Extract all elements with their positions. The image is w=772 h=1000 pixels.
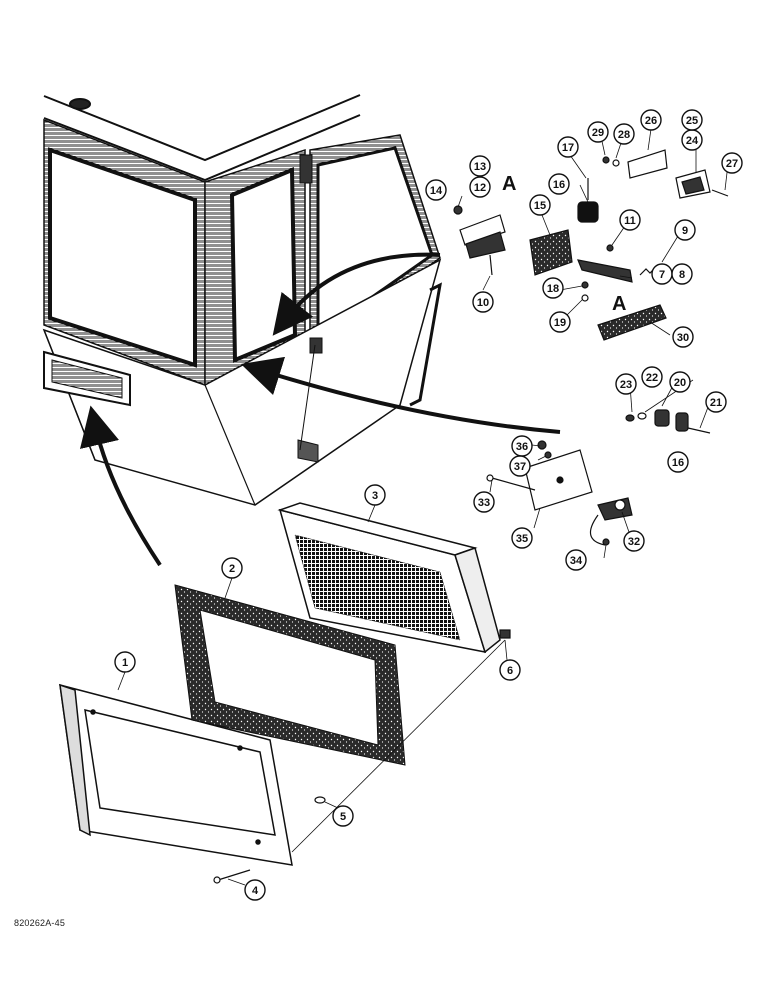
svg-text:9: 9 (682, 225, 688, 237)
callout-15: 15 (529, 194, 551, 216)
svg-text:16: 16 (672, 457, 684, 469)
svg-text:12: 12 (474, 182, 486, 194)
callout-26: 26 (640, 109, 662, 131)
callout-14: 14 (425, 179, 447, 201)
callout-3: 3 (364, 484, 386, 506)
callout-5: 5 (332, 805, 354, 827)
arrow-to-door-hinge (272, 252, 441, 336)
callout-25: 25 (681, 109, 703, 131)
vent-gasket-2 (174, 584, 406, 766)
callout-35: 35 (511, 527, 533, 549)
svg-text:1: 1 (122, 657, 128, 669)
svg-text:8: 8 (679, 269, 685, 281)
svg-text:10: 10 (477, 297, 489, 309)
svg-text:36: 36 (516, 441, 528, 453)
callout-19: 19 (549, 311, 571, 333)
callout-4: 4 (244, 879, 266, 901)
callout-9: 9 (674, 219, 696, 241)
callout-13: 13 (469, 155, 491, 177)
arrow-to-rear-side (240, 356, 561, 434)
callout-23: 23 (615, 373, 637, 395)
callout-24: 24 (681, 129, 703, 151)
svg-text:14: 14 (430, 185, 443, 197)
svg-text:21: 21 (710, 397, 722, 409)
callout-16-lower: 16 (667, 451, 689, 473)
callout-37: 37 (509, 455, 531, 477)
svg-text:23: 23 (620, 379, 632, 391)
svg-text:25: 25 (686, 115, 698, 127)
callout-6: 6 (499, 659, 521, 681)
svg-text:4: 4 (252, 885, 259, 897)
callout-36: 36 (511, 435, 533, 457)
arrow-to-cab-vent (80, 405, 162, 567)
svg-text:16: 16 (553, 179, 565, 191)
svg-text:15: 15 (534, 200, 546, 212)
svg-text:13: 13 (474, 161, 486, 173)
grille-filter-3 (277, 502, 501, 654)
svg-text:2: 2 (229, 563, 235, 575)
svg-text:3: 3 (372, 490, 378, 502)
svg-text:22: 22 (646, 372, 658, 384)
svg-text:26: 26 (645, 115, 657, 127)
callout-27: 27 (721, 152, 743, 174)
callout-33: 33 (473, 491, 495, 513)
vent-frame-1 (59, 683, 293, 866)
callout-30: 30 (672, 326, 694, 348)
svg-text:11: 11 (624, 215, 636, 227)
assembly-arrows (80, 252, 561, 567)
callout-22: 22 (641, 366, 663, 388)
svg-text:19: 19 (554, 317, 566, 329)
callout-17: 17 (557, 136, 579, 158)
callout-28: 28 (613, 123, 635, 145)
callout-32: 32 (623, 530, 645, 552)
callout-34: 34 (565, 549, 587, 571)
callout-29: 29 (587, 121, 609, 143)
section-marker-lower: A (612, 293, 626, 315)
callout-12: 12 (469, 176, 491, 198)
callout-21: 21 (705, 391, 727, 413)
callouts: 1 2 3 4 5 6 7 8 9 10 11 12 13 14 15 16 1… (114, 109, 743, 901)
svg-text:35: 35 (516, 533, 528, 545)
svg-text:33: 33 (478, 497, 490, 509)
svg-text:34: 34 (570, 555, 583, 567)
svg-text:20: 20 (674, 377, 686, 389)
callout-1: 1 (114, 651, 136, 673)
small-hardware (213, 149, 729, 884)
svg-text:30: 30 (677, 332, 689, 344)
svg-text:18: 18 (547, 283, 559, 295)
svg-text:7: 7 (659, 269, 665, 281)
svg-text:28: 28 (618, 129, 630, 141)
callout-18: 18 (542, 277, 564, 299)
callout-7: 7 (651, 263, 673, 285)
svg-text:29: 29 (592, 127, 604, 139)
callout-11: 11 (619, 209, 641, 231)
callout-2: 2 (221, 557, 243, 579)
figure-reference-code: 820262A-45 (14, 918, 66, 928)
svg-text:5: 5 (340, 811, 346, 823)
section-marker-upper: A (502, 173, 516, 195)
svg-text:32: 32 (628, 536, 640, 548)
callout-16-upper: 16 (548, 173, 570, 195)
callout-10: 10 (472, 291, 494, 313)
callout-20: 20 (669, 371, 691, 393)
callout-8: 8 (671, 263, 693, 285)
cab-assembly (42, 94, 442, 506)
svg-text:27: 27 (726, 158, 738, 170)
svg-text:6: 6 (507, 665, 513, 677)
svg-text:24: 24 (686, 135, 699, 147)
svg-text:37: 37 (514, 461, 526, 473)
svg-text:17: 17 (562, 142, 574, 154)
